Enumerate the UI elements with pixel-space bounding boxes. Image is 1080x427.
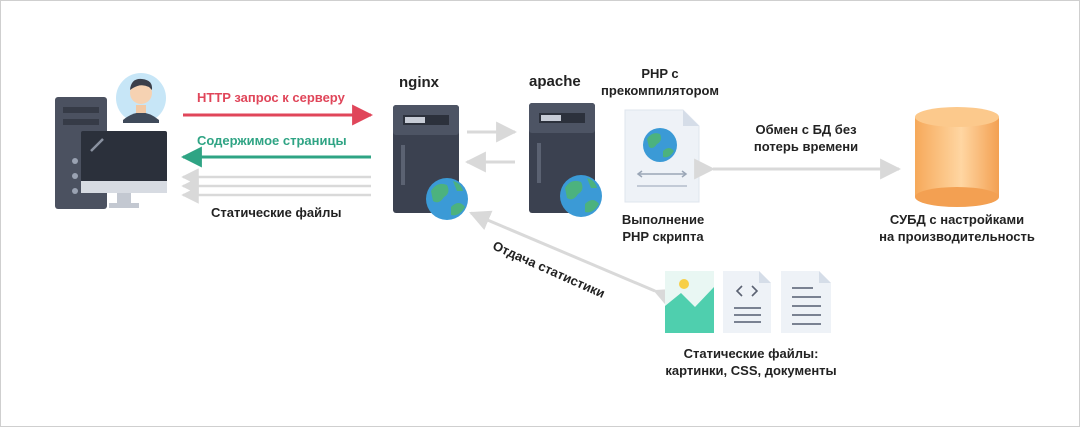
php-exec-line2: PHP скрипта: [622, 229, 704, 244]
static-delivery-arrow: [469, 210, 677, 309]
nginx-server-icon: [393, 105, 468, 220]
php-document-icon: [624, 109, 700, 203]
db-exchange-line2: потерь времени: [753, 139, 859, 154]
text-file-icon: [781, 271, 831, 333]
static-files-arrows: [181, 168, 371, 204]
php-exec-line1: Выполнение: [621, 212, 705, 227]
static-files-label: Статические файлы: [211, 205, 342, 220]
database-cylinder-icon: [915, 107, 999, 207]
static-types-line2: картинки, CSS, документы: [665, 363, 837, 378]
static-types-line1: Статические файлы:: [683, 346, 819, 361]
dbms-line2: на производительность: [879, 229, 1035, 244]
php-exec-caption: Выполнение PHP скрипта: [609, 211, 717, 245]
php-title: PHP с прекомпилятором: [595, 65, 725, 99]
db-exchange-caption: Обмен с БД без потерь времени: [741, 121, 871, 155]
http-request-label: HTTP запрос к серверу: [197, 90, 345, 105]
page-content-label: Содержимое страницы: [197, 133, 347, 148]
user-avatar-icon: [116, 73, 166, 123]
php-title-line1: PHP с: [641, 66, 679, 81]
db-exchange-line1: Обмен с БД без: [755, 122, 857, 137]
client-computer-icon: [55, 97, 167, 209]
static-types-caption: Статические файлы: картинки, CSS, докуме…: [641, 345, 861, 379]
apache-server-icon: [529, 103, 602, 217]
nginx-label: nginx: [399, 74, 439, 91]
code-file-icon: [723, 271, 771, 333]
dbms-line1: СУБД с настройками: [889, 212, 1025, 227]
apache-label: apache: [529, 73, 581, 90]
php-title-line2: прекомпилятором: [601, 83, 719, 98]
dbms-caption: СУБД с настройками на производительность: [867, 211, 1047, 245]
image-file-icon: [665, 271, 714, 333]
